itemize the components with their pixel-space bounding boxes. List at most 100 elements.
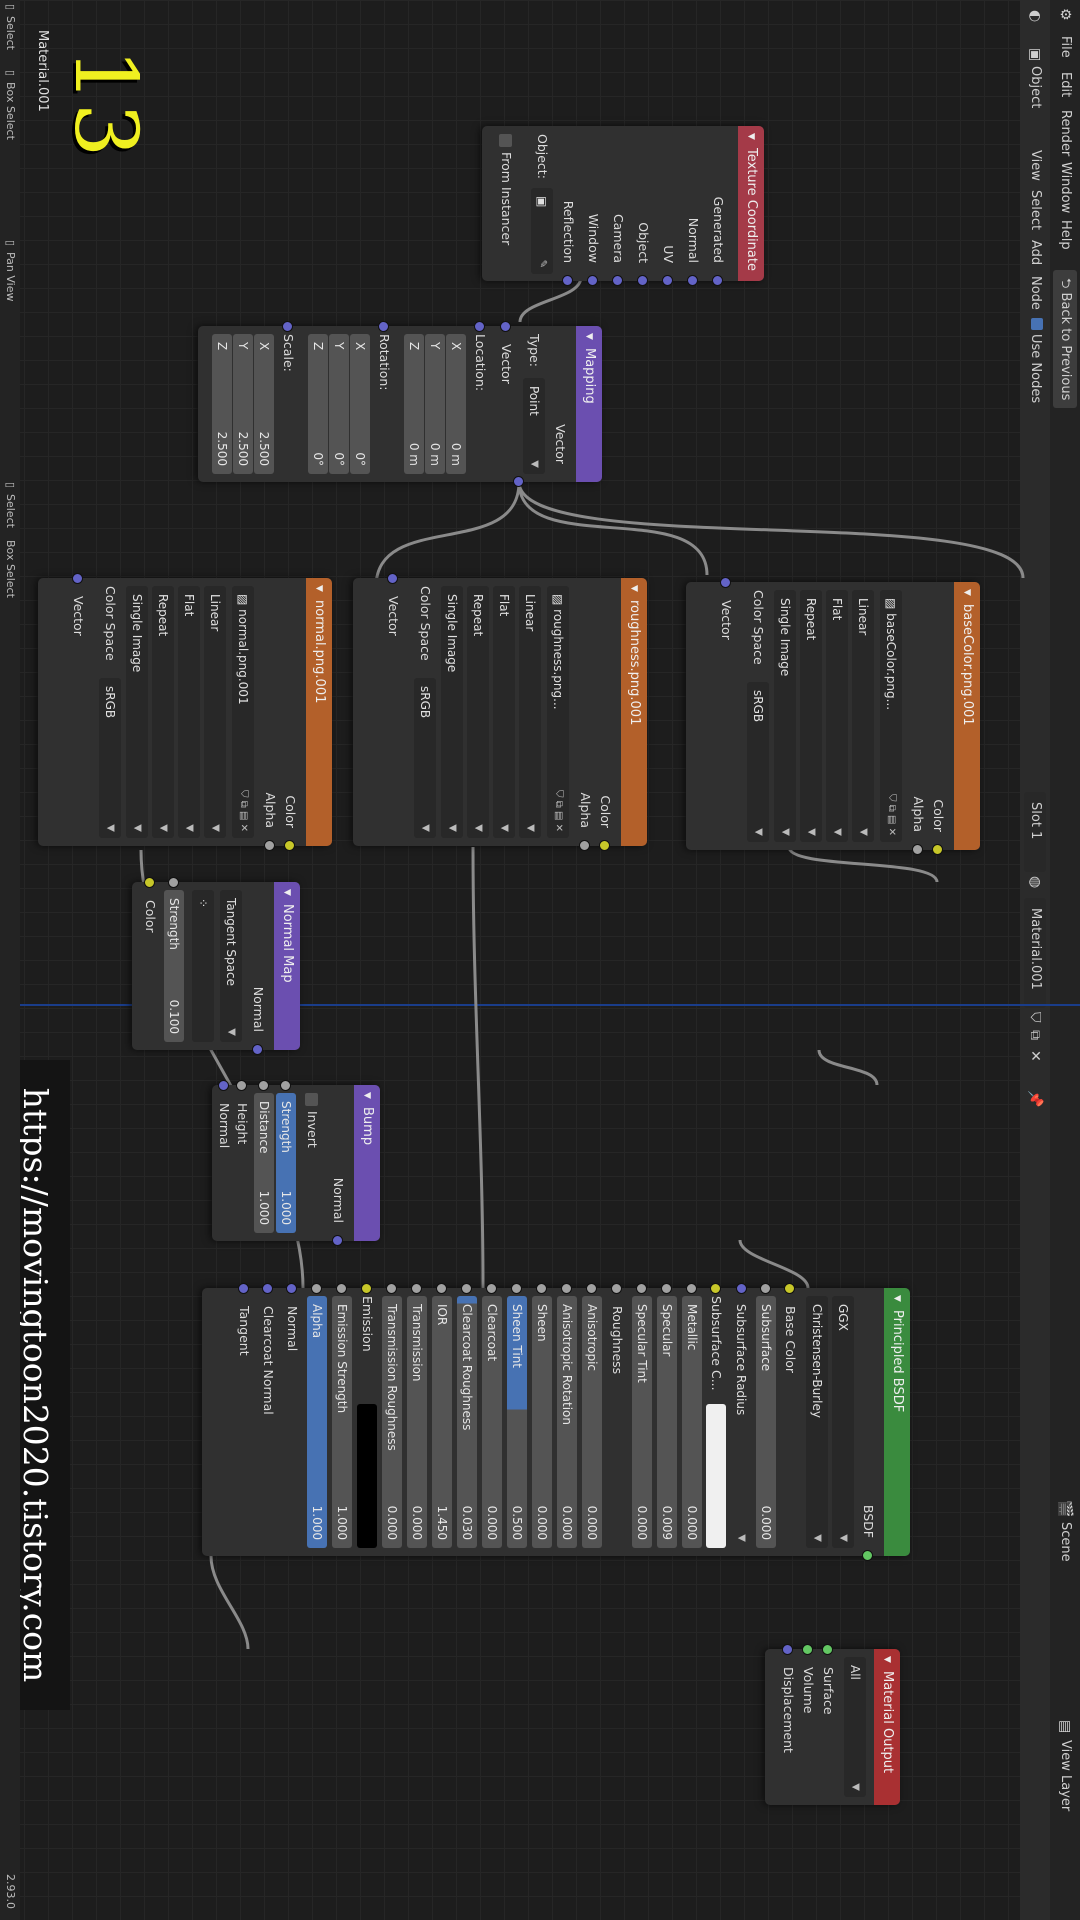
menu-edit[interactable]: Edit <box>1058 72 1073 98</box>
projection-dropdown[interactable]: Flat▼ <box>826 590 848 842</box>
menu-file[interactable]: File <box>1058 36 1073 58</box>
duplicate-icon[interactable]: ⧉ <box>1027 1030 1043 1040</box>
socket-alpha[interactable] <box>311 1283 322 1294</box>
socket-scale[interactable] <box>282 321 293 332</box>
node-header[interactable]: ▼Mapping <box>576 326 602 482</box>
socket-vector-in[interactable] <box>387 573 398 584</box>
socket-camera[interactable] <box>612 275 623 286</box>
projection-dropdown[interactable]: Flat▼ <box>178 586 200 838</box>
mapping-node[interactable]: ▼Mapping Vector Type: Point▼ Vector Loca… <box>198 321 602 487</box>
socket-normal-out[interactable] <box>332 1235 343 1246</box>
image-actions-icon[interactable]: ⛉ ⧉ ▤ ✕ <box>238 789 249 832</box>
socket-normal-out[interactable] <box>252 1044 263 1055</box>
slot-dropdown[interactable]: Slot 1 <box>1024 792 1046 872</box>
socket-object[interactable] <box>637 275 648 286</box>
socket-emission[interactable] <box>361 1283 372 1294</box>
interpolation-dropdown[interactable]: Linear▼ <box>204 586 226 838</box>
collapse-icon[interactable]: ▼ <box>362 1092 372 1099</box>
color-space-dropdown[interactable]: sRGB▼ <box>99 678 121 838</box>
socket-vector-in[interactable] <box>72 573 83 584</box>
color-space-dropdown[interactable]: sRGB▼ <box>414 678 436 838</box>
collapse-icon[interactable]: ▼ <box>746 133 756 140</box>
socket-vector-out[interactable] <box>513 476 524 487</box>
node-header[interactable]: ▼normal.png.001 <box>306 578 332 846</box>
object-picker[interactable]: ▣✎ <box>531 188 553 274</box>
socket-reflection[interactable] <box>562 275 573 286</box>
collapse-icon[interactable]: ▼ <box>962 589 972 596</box>
collapse-icon[interactable]: ▼ <box>892 1295 902 1302</box>
collapse-icon[interactable]: ▼ <box>882 1656 892 1663</box>
menu-add[interactable]: Add <box>1028 240 1043 266</box>
node-header[interactable]: ▼baseColor.png.001 <box>954 582 980 850</box>
socket-color[interactable] <box>284 840 295 851</box>
socket-sheen[interactable] <box>536 1283 547 1294</box>
socket-anisotropic[interactable] <box>586 1283 597 1294</box>
socket-tangent[interactable] <box>238 1283 249 1294</box>
source-dropdown[interactable]: Single Image▼ <box>441 586 463 838</box>
pin-icon[interactable]: 📌 <box>1027 1090 1043 1108</box>
eyedropper-icon[interactable]: ✎ <box>537 259 548 268</box>
texture-coordinate-node[interactable]: ▼Texture Coordinate Generated Normal UV … <box>482 126 764 286</box>
socket-emission-strength[interactable] <box>336 1283 347 1294</box>
node-header[interactable]: ▼Principled BSDF <box>884 1288 910 1556</box>
socket-subsurface-color[interactable] <box>710 1283 721 1294</box>
interpolation-dropdown[interactable]: Linear▼ <box>519 586 541 838</box>
socket-base-color[interactable] <box>784 1283 795 1294</box>
socket-transmission-roughness[interactable] <box>386 1283 397 1294</box>
extension-dropdown[interactable]: Repeat▼ <box>467 586 489 838</box>
blender-logo-icon[interactable]: ⚙ <box>1057 8 1073 21</box>
emission-color-swatch[interactable] <box>357 1404 377 1548</box>
interpolation-dropdown[interactable]: Linear▼ <box>852 590 874 842</box>
material-name-field[interactable]: Material.001 <box>1024 898 1046 1008</box>
source-dropdown[interactable]: Single Image▼ <box>126 586 148 838</box>
socket-color[interactable] <box>932 844 943 855</box>
socket-clearcoat-roughness[interactable] <box>461 1283 472 1294</box>
shield-icon[interactable]: ⛉ <box>1027 1012 1043 1023</box>
editor-type-icon[interactable]: ◐ <box>1027 10 1043 23</box>
menu-render[interactable]: Render <box>1058 110 1073 157</box>
socket-strength[interactable] <box>280 1080 291 1091</box>
socket-vector-in[interactable] <box>720 577 731 588</box>
invert-checkbox[interactable] <box>305 1093 318 1106</box>
node-header[interactable]: ▼Texture Coordinate <box>738 126 764 281</box>
color-space-dropdown[interactable]: sRGB▼ <box>747 682 769 842</box>
socket-color-in[interactable] <box>144 877 155 888</box>
socket-specular[interactable] <box>661 1283 672 1294</box>
close-icon[interactable]: ✕ <box>1027 1050 1043 1062</box>
socket-rotation[interactable] <box>378 321 389 332</box>
socket-normal[interactable] <box>286 1283 297 1294</box>
socket-window[interactable] <box>587 275 598 286</box>
object-mode-dropdown[interactable]: Object <box>1028 66 1043 109</box>
normal-image-node[interactable]: ▼normal.png.001 Color Alpha ▨ normal.png… <box>38 573 332 851</box>
socket-displacement[interactable] <box>782 1644 793 1655</box>
extension-dropdown[interactable]: Repeat▼ <box>800 590 822 842</box>
socket-subsurface-radius[interactable] <box>736 1283 747 1294</box>
socket-alpha[interactable] <box>579 840 590 851</box>
image-actions-icon[interactable]: ⛉ ⧉ ▤ ✕ <box>553 789 564 832</box>
socket-location[interactable] <box>474 321 485 332</box>
node-header[interactable]: ▼Material Output <box>874 1649 900 1805</box>
image-selector[interactable]: ▨ roughness.png...⛉ ⧉ ▤ ✕ <box>547 586 569 838</box>
target-dropdown[interactable]: All▼ <box>844 1657 866 1797</box>
subsurface-color-swatch[interactable] <box>706 1404 726 1548</box>
subsurface-method-dropdown[interactable]: Christensen-Burley▼ <box>806 1296 828 1548</box>
socket-alpha[interactable] <box>264 840 275 851</box>
socket-specular-tint[interactable] <box>636 1283 647 1294</box>
material-output-node[interactable]: ▼Material Output All▼ Surface Volume Dis… <box>765 1644 900 1805</box>
extension-dropdown[interactable]: Repeat▼ <box>152 586 174 838</box>
socket-subsurface[interactable] <box>760 1283 771 1294</box>
node-header[interactable]: ▼Normal Map <box>274 882 300 1050</box>
menu-select[interactable]: Select <box>1028 190 1043 231</box>
